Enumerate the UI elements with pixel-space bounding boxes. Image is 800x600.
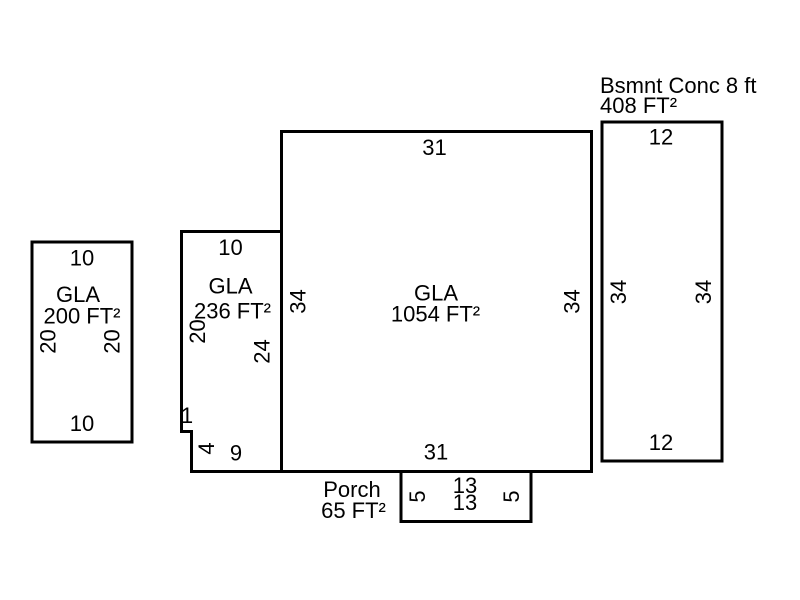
- svg-text:10: 10: [218, 235, 242, 260]
- svg-text:9: 9: [230, 441, 242, 466]
- svg-text:12: 12: [649, 125, 673, 150]
- svg-text:31: 31: [422, 135, 446, 160]
- svg-text:65 FT²: 65 FT²: [321, 498, 386, 523]
- svg-text:5: 5: [499, 490, 524, 502]
- svg-text:34: 34: [606, 280, 631, 304]
- svg-text:GLA: GLA: [208, 274, 252, 299]
- svg-text:1054 FT²: 1054 FT²: [391, 302, 480, 327]
- svg-text:GLA: GLA: [56, 282, 100, 307]
- svg-text:5: 5: [405, 490, 430, 502]
- svg-text:20: 20: [35, 329, 60, 353]
- svg-text:12: 12: [649, 430, 673, 455]
- svg-text:34: 34: [691, 280, 716, 304]
- svg-text:34: 34: [285, 289, 310, 313]
- svg-text:10: 10: [70, 411, 94, 436]
- svg-text:4: 4: [194, 442, 219, 454]
- svg-text:200 FT²: 200 FT²: [43, 304, 120, 329]
- svg-text:408 FT²: 408 FT²: [600, 93, 677, 118]
- svg-text:13: 13: [453, 490, 477, 515]
- svg-text:13: 13: [453, 473, 477, 498]
- svg-text:Porch: Porch: [323, 477, 380, 502]
- svg-text:20: 20: [185, 319, 210, 343]
- svg-text:10: 10: [70, 246, 94, 271]
- svg-text:31: 31: [424, 440, 448, 465]
- svg-text:34: 34: [560, 289, 585, 313]
- svg-text:1: 1: [181, 403, 193, 428]
- svg-text:236 FT²: 236 FT²: [194, 299, 271, 324]
- svg-text:Bsmnt Conc 8 ft: Bsmnt Conc 8 ft: [600, 73, 757, 98]
- svg-text:GLA: GLA: [414, 281, 458, 306]
- svg-text:20: 20: [100, 329, 125, 353]
- svg-text:24: 24: [250, 339, 275, 363]
